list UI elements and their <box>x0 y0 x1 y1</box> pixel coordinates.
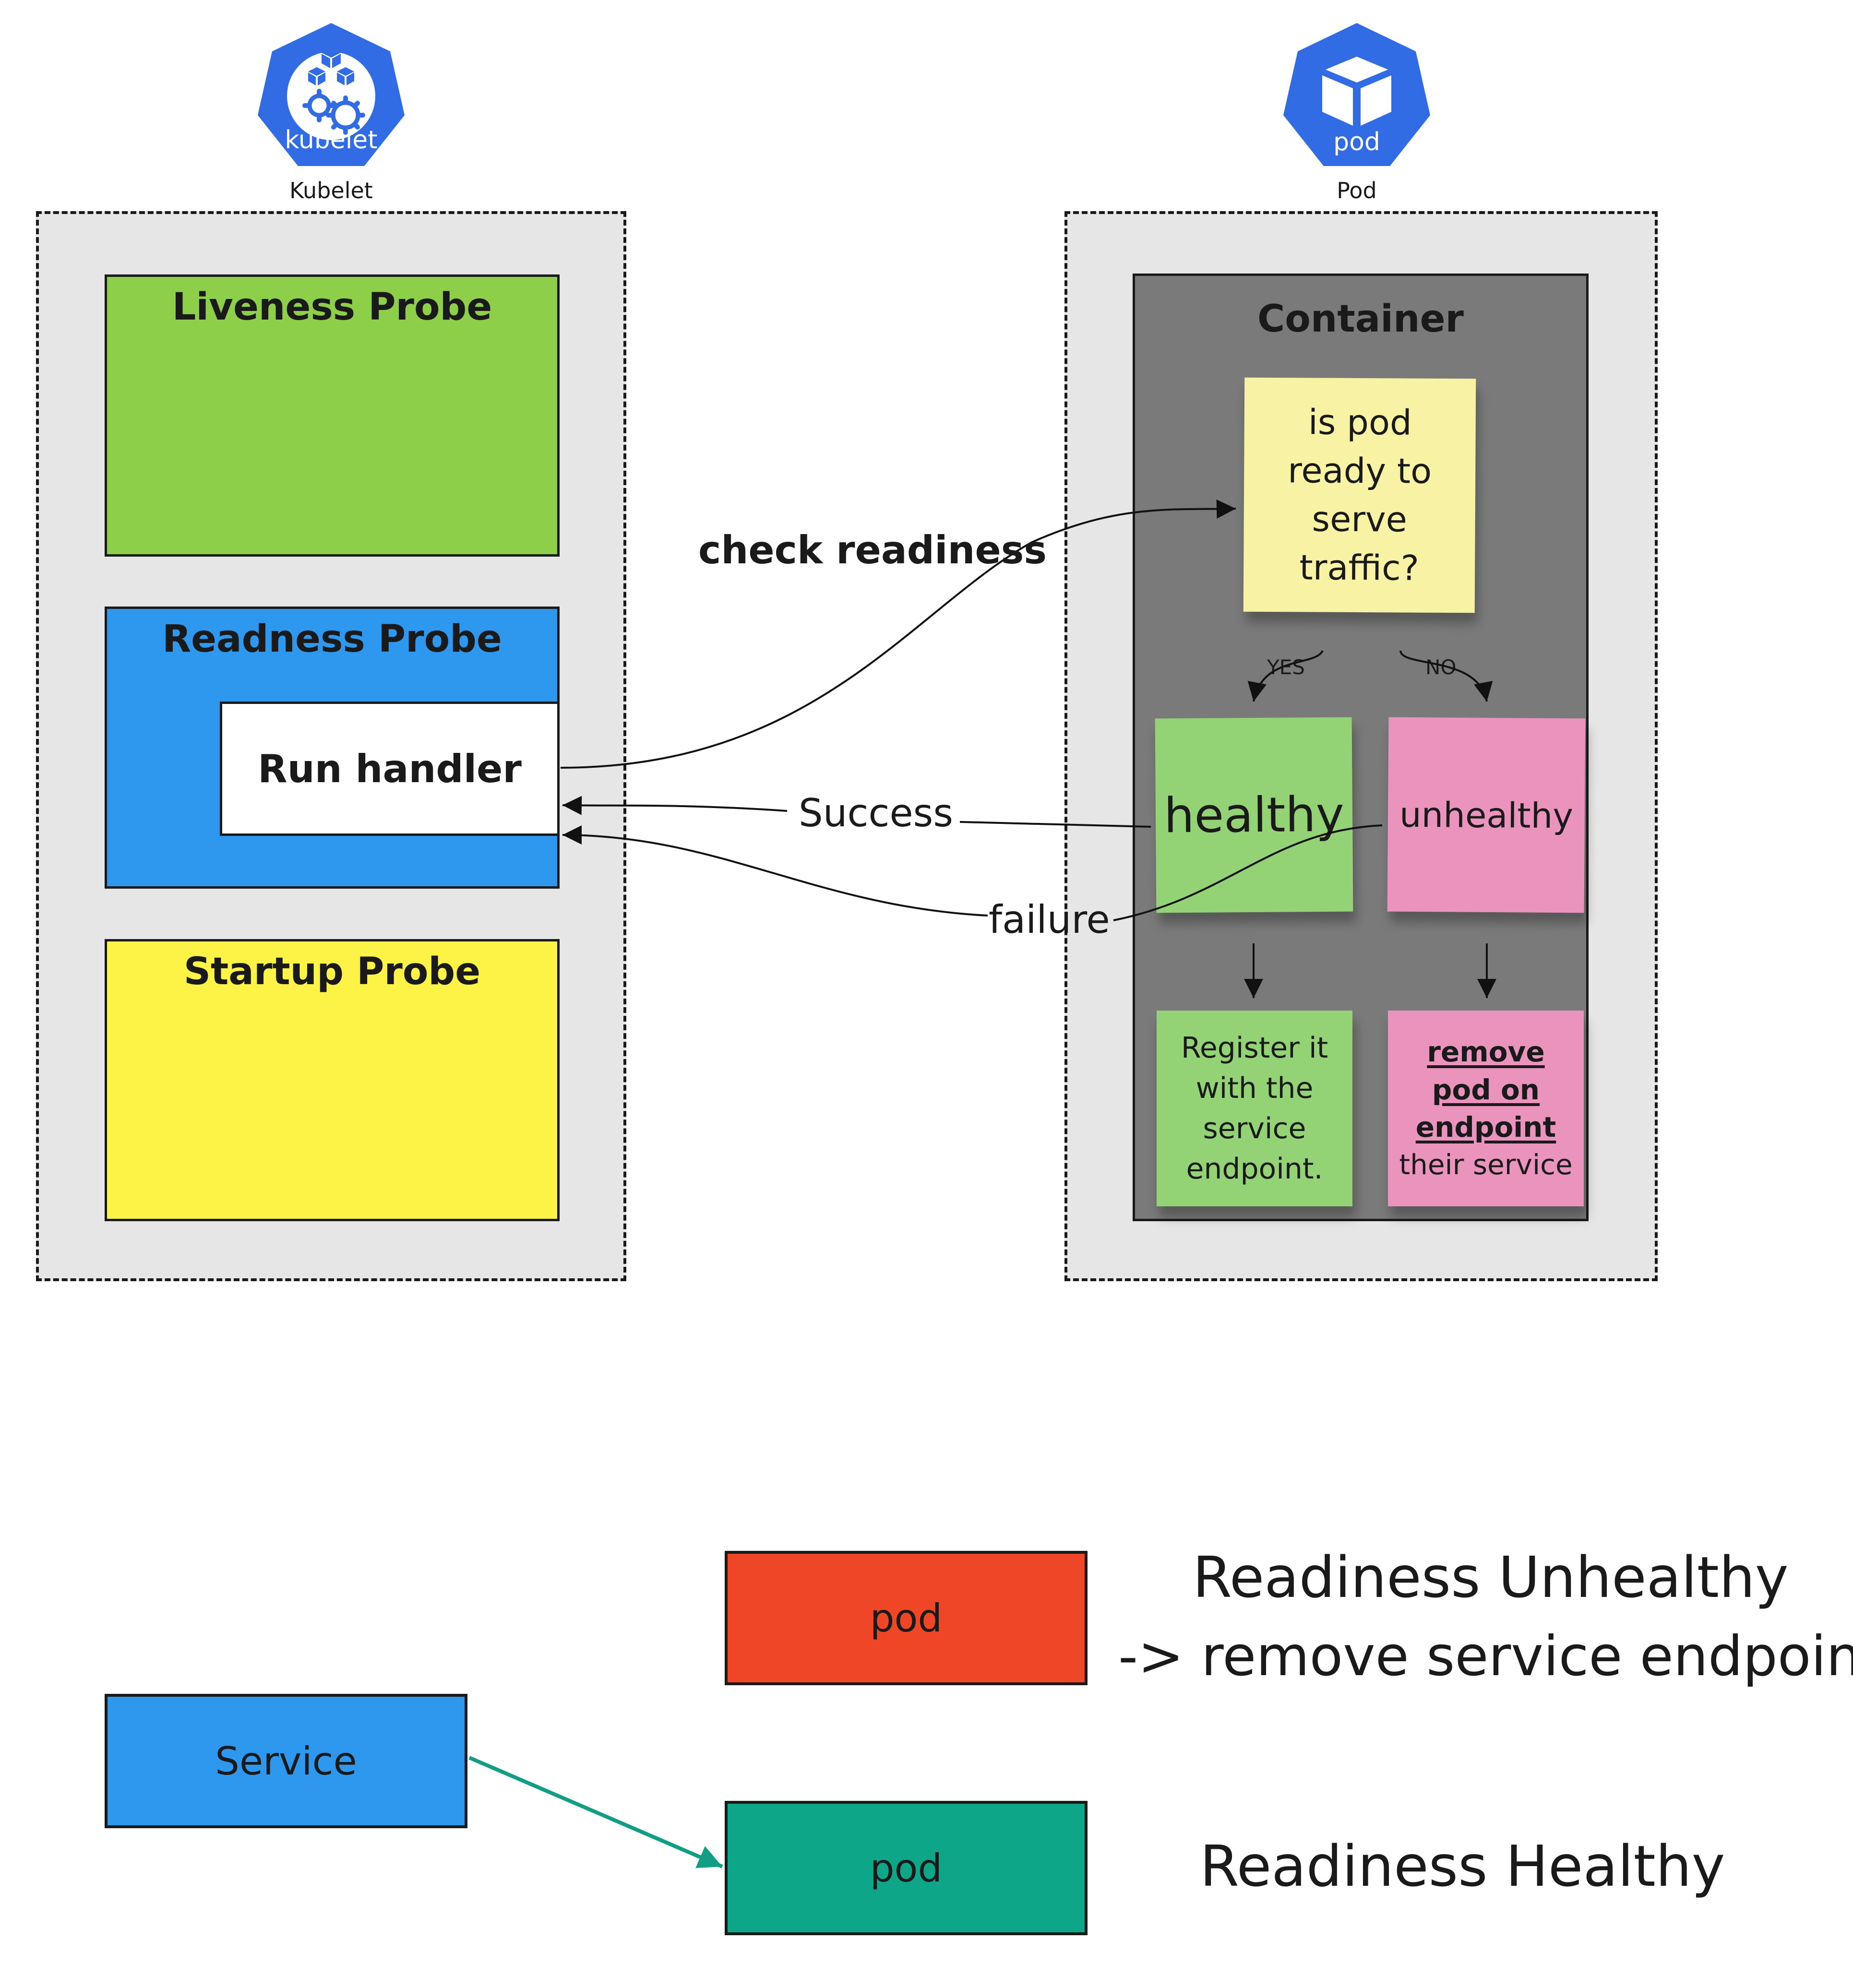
liveness-probe: Liveness Probe <box>105 274 560 557</box>
pod-healthy-label: pod <box>870 1845 943 1891</box>
readiness-healthy-text: Readiness Healthy <box>1200 1833 1725 1899</box>
kubelet-icon-label: kubelet <box>285 126 378 155</box>
remove-note: remove pod on endpoint their service <box>1388 1011 1584 1206</box>
service-to-pod-arrow <box>468 1756 723 1869</box>
startup-probe-title: Startup Probe <box>183 950 481 993</box>
check-readiness-arrow <box>560 499 1236 769</box>
startup-probe: Startup Probe <box>105 939 560 1221</box>
service-box: Service <box>105 1694 467 1828</box>
remove-bold-1: remove <box>1427 1036 1545 1069</box>
check-readiness-label: check readiness <box>698 528 1047 572</box>
failure-label: failure <box>989 897 1110 942</box>
pod-healthy-box: pod <box>725 1801 1088 1935</box>
success-label: Success <box>792 791 960 835</box>
failure-arrow-upper <box>1113 824 1383 921</box>
yes-label: YES <box>1267 655 1305 679</box>
kubelet-icon <box>254 19 408 173</box>
register-text: Register it with the service endpoint. <box>1181 1031 1328 1186</box>
readiness-probe-title: Readness Probe <box>162 618 502 661</box>
pod-unhealthy-box: pod <box>725 1551 1088 1685</box>
remove-endpoint-text: -> remove service endpoint <box>1118 1624 1853 1688</box>
no-arrow <box>1399 650 1493 702</box>
yes-arrow <box>1247 650 1324 702</box>
run-handler-label: Run handler <box>258 746 522 791</box>
pod-caption: Pod <box>1337 178 1377 203</box>
kubelet-caption: Kubelet <box>289 178 373 203</box>
readiness-unhealthy-text: Readiness Unhealthy <box>1193 1544 1789 1610</box>
container-title: Container <box>1257 298 1464 341</box>
liveness-probe-title: Liveness Probe <box>172 286 492 329</box>
success-arrow <box>562 805 1151 827</box>
pod-icon <box>1280 19 1434 173</box>
run-handler-box: Run handler <box>220 702 560 836</box>
remove-rest: their service <box>1399 1148 1573 1181</box>
register-note: Register it with the service endpoint. <box>1157 1011 1352 1206</box>
failure-arrow-lower <box>562 825 988 917</box>
pod-icon-label: pod <box>1333 128 1380 156</box>
pod-unhealthy-label: pod <box>870 1595 943 1641</box>
remove-bold-2: pod on <box>1432 1073 1540 1106</box>
service-label: Service <box>215 1738 357 1784</box>
remove-bold-3: endpoint <box>1415 1111 1556 1143</box>
